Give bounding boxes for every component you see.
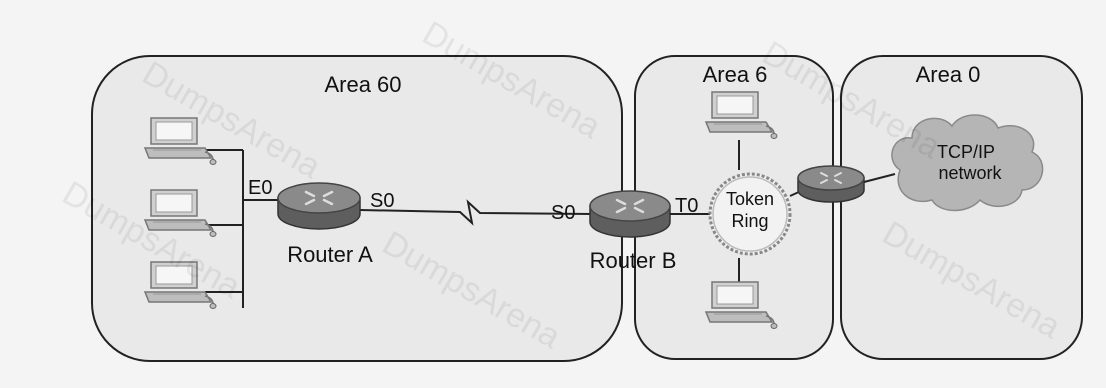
router-b-s0-label: S0 xyxy=(551,202,575,224)
token-ring-label-line1: Token xyxy=(726,189,774,209)
router-a-label: Router A xyxy=(287,242,373,267)
cloud-icon xyxy=(891,114,1044,212)
router-b: Router B S0 T0 xyxy=(551,190,698,273)
router-a-s0-label: S0 xyxy=(370,190,394,212)
area-60-label: Area 60 xyxy=(324,72,401,97)
router-a-e0-label: E0 xyxy=(248,177,272,199)
router-icon xyxy=(277,182,361,230)
serial-link xyxy=(359,199,593,226)
router-a: Router A E0 S0 xyxy=(248,177,394,267)
router-b-label: Router B xyxy=(590,248,677,273)
router-icon xyxy=(797,165,865,203)
cloud-label-line1: TCP/IP xyxy=(937,142,995,162)
token-ring: Token Ring xyxy=(708,172,792,256)
token-ring-label-line2: Ring xyxy=(731,211,768,231)
router-icon xyxy=(589,190,671,238)
router-b-t0-label: T0 xyxy=(675,195,698,217)
cloud-link xyxy=(863,173,896,183)
cloud-label-line2: network xyxy=(938,163,1002,183)
area-6-label: Area 6 xyxy=(703,62,768,87)
area-0-label: Area 0 xyxy=(916,62,981,87)
